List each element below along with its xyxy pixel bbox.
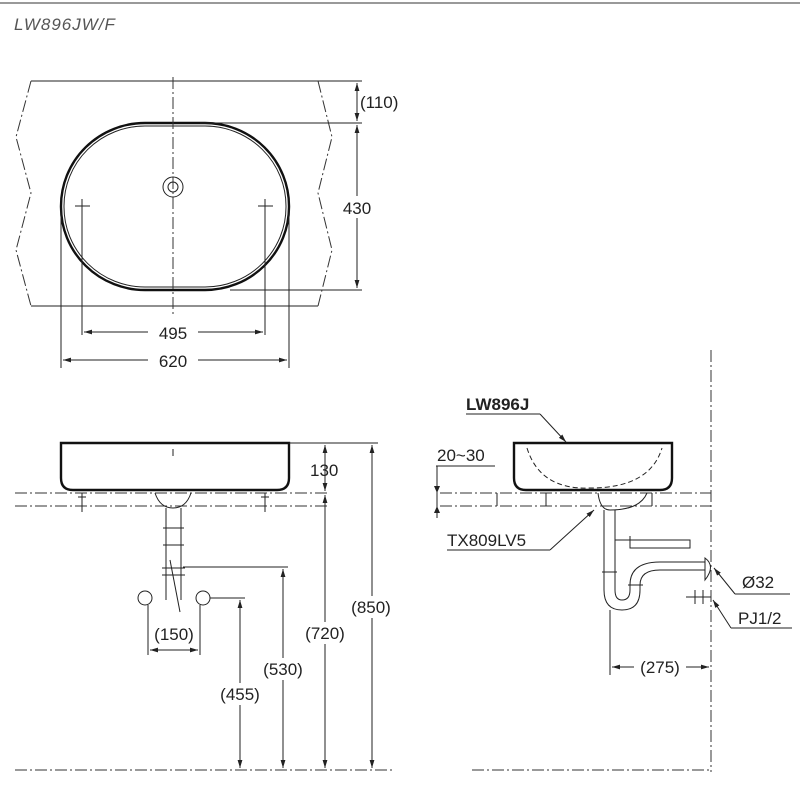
drain-body: [154, 492, 192, 509]
model-title: LW896JW/F: [14, 15, 117, 34]
dim-tap-spacing: 495: [159, 324, 187, 343]
pipe-diameter-label: Ø32: [742, 573, 774, 592]
dim-drain-height: (530): [263, 660, 303, 679]
basin-model-label: LW896J: [466, 395, 529, 414]
supply-valve-left-icon: [137, 590, 153, 606]
leader-line: [712, 599, 732, 629]
drain-outer-icon: [162, 176, 184, 198]
basin-outline: [59, 121, 291, 292]
trap-nuts: [602, 571, 643, 586]
pop-up-rod: [615, 536, 691, 549]
leader-line: [539, 413, 567, 443]
dim-supply-height: (455): [220, 685, 260, 704]
dim-basin-height: 130: [310, 461, 338, 480]
dim-width: 620: [159, 352, 187, 371]
top-view: 495 620 (110) 430: [15, 77, 398, 371]
p-trap: [603, 510, 705, 611]
drain-pipe: [162, 508, 185, 600]
basin-front: [59, 441, 291, 492]
counter-cutout: [496, 493, 653, 506]
dim-arrows: [434, 486, 440, 513]
dim-counter-height: (720): [305, 624, 345, 643]
front-view: (150) 130 (850) (720) (530) (455): [15, 441, 400, 771]
dim-supply-spacing: (150): [154, 625, 194, 644]
dim-depth: 430: [343, 199, 371, 218]
counter-break-right: [317, 80, 333, 307]
mount-bolts: [78, 493, 269, 512]
extension-lines: [147, 566, 288, 655]
side-view: LW896J 20~30 TX809LV5 Ø32 PJ1/2 (275): [434, 350, 792, 772]
supply-valve-right-icon: [195, 590, 211, 606]
dim-setback: (110): [360, 93, 398, 112]
angle-valve: [686, 590, 711, 604]
wall-flange: [704, 557, 711, 582]
drain-body: [597, 492, 648, 511]
dim-wall-distance: (275): [640, 658, 680, 677]
basin-inner-outline: [63, 125, 287, 288]
leader-line: [549, 509, 595, 551]
drain-pipe-cut: [169, 559, 181, 613]
counter-break-left: [15, 80, 32, 307]
supply-fitting-label: PJ1/2: [738, 609, 781, 628]
dim-counter-thickness: 20~30: [437, 446, 485, 465]
basin-bowl-hidden: [526, 447, 663, 489]
mount-hole-left: [75, 199, 90, 335]
extension-lines: [200, 80, 362, 291]
drain-model-label: TX809LV5: [447, 531, 526, 550]
leader-line: [713, 567, 736, 595]
dim-overall-height: (850): [351, 598, 391, 617]
basin-side: [512, 441, 674, 492]
mount-hole-right: [258, 199, 273, 335]
drain-inner-icon: [167, 181, 179, 193]
